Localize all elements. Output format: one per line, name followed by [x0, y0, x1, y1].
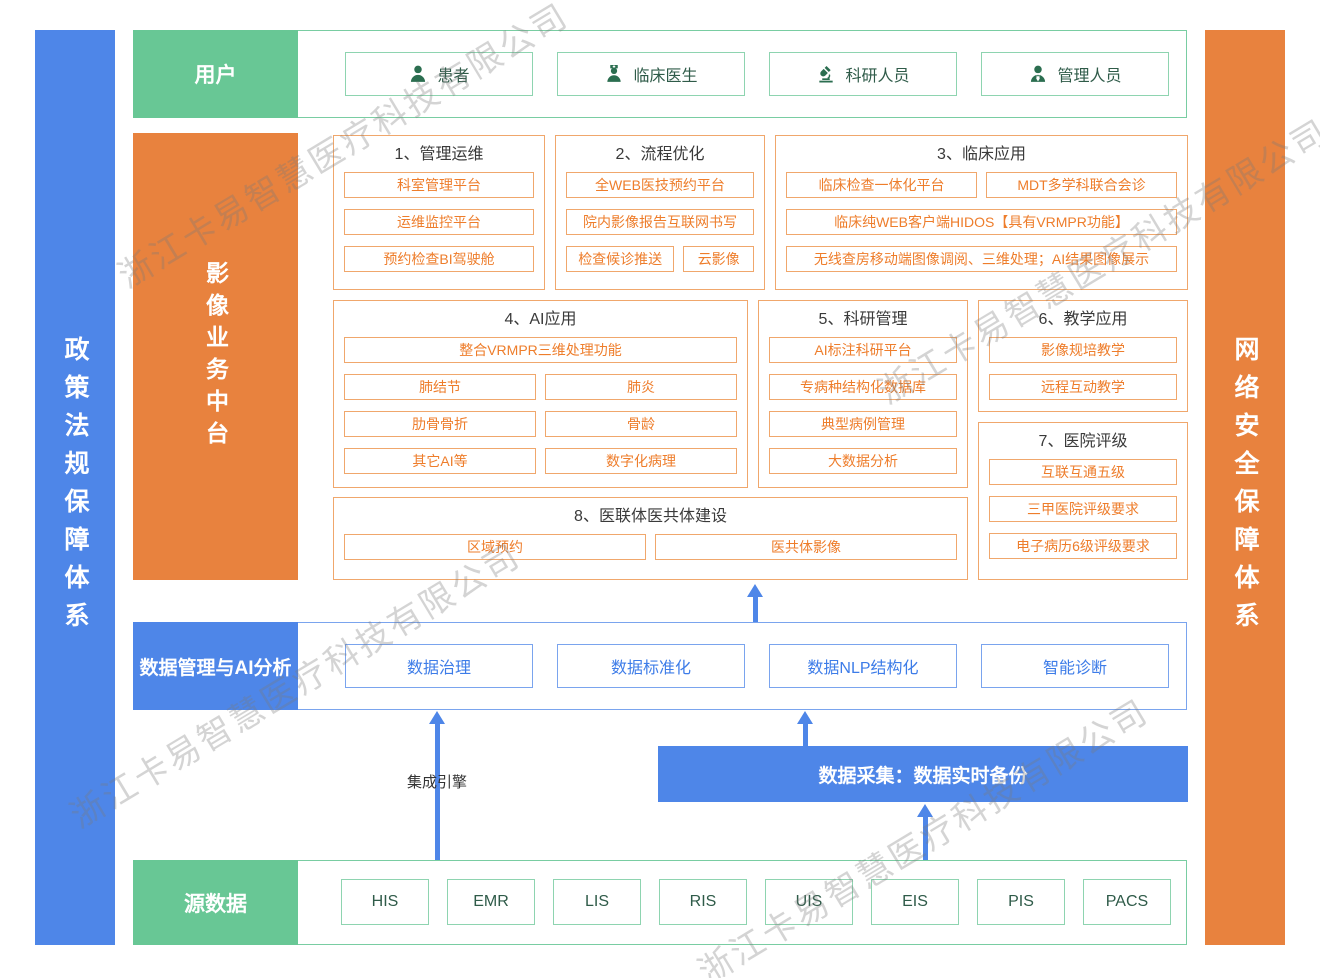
platform-item: 云影像 [683, 246, 754, 272]
user-section-label: 用户 [133, 30, 298, 118]
platform-item: 大数据分析 [769, 448, 957, 474]
platform-item: 临床检查一体化平台 [786, 172, 977, 198]
data-mgmt-item: 智能诊断 [981, 644, 1169, 688]
doctor-icon [607, 65, 622, 82]
source-item: RIS [659, 879, 747, 925]
imaging-platform-label-block: 影像业务中台 [133, 133, 298, 580]
network-security-bar: 网络安全保障体系 [1205, 30, 1285, 945]
platform-item: 医共体影像 [655, 534, 957, 560]
platform-item: 科室管理平台 [344, 172, 534, 198]
up-arrow-source-to-collect [917, 804, 933, 860]
admin-icon [1031, 65, 1046, 82]
platform-item: 预约检查BI驾驶舱 [344, 246, 534, 272]
platform-item: 专病种结构化数据库 [769, 374, 957, 400]
data-mgmt-item: 数据标准化 [557, 644, 745, 688]
researcher-icon [819, 66, 834, 83]
user-item-patient: 患者 [345, 52, 533, 96]
platform-item: 其它AI等 [344, 448, 536, 474]
user-item-label: 患者 [437, 68, 470, 85]
user-item-label: 管理人员 [1057, 68, 1122, 85]
up-arrow-mgmt-to-platform [747, 584, 763, 622]
group-title: 5、科研管理 [818, 311, 908, 328]
group-process-optimization: 2、流程优化全WEB医技预约平台院内影像报告互联网书写检查候诊推送云影像 [555, 135, 765, 290]
source-item: PIS [977, 879, 1065, 925]
platform-item: 无线查房移动端图像调阅、三维处理；AI结果图像展示 [786, 246, 1177, 272]
group-medical-alliance: 8、医联体医共体建设区域预约医共体影像 [333, 497, 968, 580]
policy-guarantee-bar: 政策法规保障体系 [35, 30, 115, 945]
group-management-ops: 1、管理运维科室管理平台运维监控平台预约检查BI驾驶舱 [333, 135, 545, 290]
source-item: EMR [447, 879, 535, 925]
platform-item: 临床纯WEB客户端HIDOS【具有VRMPR功能】 [786, 209, 1177, 235]
platform-item: 骨龄 [545, 411, 737, 437]
platform-item: 影像规培教学 [989, 337, 1177, 363]
platform-item: 全WEB医技预约平台 [566, 172, 754, 198]
integration-engine-label: 集成引擎 [406, 774, 467, 791]
group-research-management: 5、科研管理 AI标注科研平台专病种结构化数据库典型病例管理大数据分析 [758, 300, 968, 488]
platform-item: AI标注科研平台 [769, 337, 957, 363]
platform-item: 肺炎 [545, 374, 737, 400]
platform-item: MDT多学科联合会诊 [986, 172, 1177, 198]
platform-item: 典型病例管理 [769, 411, 957, 437]
source-item: EIS [871, 879, 959, 925]
data-mgmt-label: 数据管理与AI分析 [133, 622, 298, 710]
user-item-researcher: 科研人员 [769, 52, 957, 96]
platform-item: 区域预约 [344, 534, 646, 560]
platform-item: 运维监控平台 [344, 209, 534, 235]
source-item: PACS [1083, 879, 1171, 925]
platform-item: 院内影像报告互联网书写 [566, 209, 754, 235]
group-title: 3、临床应用 [937, 146, 1026, 163]
imaging-platform-label: 影像业务中台 [202, 260, 229, 453]
user-item-doctor: 临床医生 [557, 52, 745, 96]
group-title: 7、医院评级 [1038, 433, 1128, 450]
group-title: 1、管理运维 [394, 146, 484, 163]
data-mgmt-item: 数据NLP结构化 [769, 644, 957, 688]
platform-item: 电子病历6级评级要求 [989, 533, 1177, 559]
policy-guarantee-label: 政策法规保障体系 [61, 335, 89, 640]
group-title: 6、教学应用 [1038, 311, 1128, 328]
user-item-label: 科研人员 [845, 68, 910, 85]
source-item: LIS [553, 879, 641, 925]
source-item: UIS [765, 879, 853, 925]
network-security-label: 网络安全保障体系 [1231, 335, 1259, 640]
platform-item: 肺结节 [344, 374, 536, 400]
user-item-label: 临床医生 [633, 68, 698, 85]
platform-item: 互联互通五级 [989, 459, 1177, 485]
group-title: 2、流程优化 [615, 146, 705, 163]
group-title: 8、医联体医共体建设 [574, 508, 727, 525]
platform-item: 数字化病理 [545, 448, 737, 474]
user-item-admin: 管理人员 [981, 52, 1169, 96]
platform-item: 三甲医院评级要求 [989, 496, 1177, 522]
integration-engine-arrow [429, 711, 445, 860]
patient-icon [411, 65, 426, 82]
source-item: HIS [341, 879, 429, 925]
data-collect-banner: 数据采集：数据实时备份 [658, 746, 1188, 802]
group-teaching-application: 6、教学应用影像规培教学远程互动教学 [978, 300, 1188, 412]
group-clinical-application: 3、临床应用临床检查一体化平台 MDT多学科联合会诊临床纯WEB客户端HIDOS【… [775, 135, 1188, 290]
platform-item: 检查候诊推送 [566, 246, 675, 272]
group-ai-application: 4、AI应用整合VRMPR三维处理功能肺结节肺炎肋骨骨折骨龄其它AI等数字化病理 [333, 300, 748, 488]
group-hospital-rating: 7、医院评级互联互通五级三甲医院评级要求电子病历6级评级要求 [978, 422, 1188, 580]
platform-item: 肋骨骨折 [344, 411, 536, 437]
data-mgmt-item: 数据治理 [345, 644, 533, 688]
up-arrow-collect-to-mgmt [797, 711, 813, 746]
source-data-label: 源数据 [133, 860, 298, 945]
platform-item: 远程互动教学 [989, 374, 1177, 400]
group-title: 4、AI应用 [504, 311, 577, 328]
platform-item: 整合VRMPR三维处理功能 [344, 337, 737, 363]
